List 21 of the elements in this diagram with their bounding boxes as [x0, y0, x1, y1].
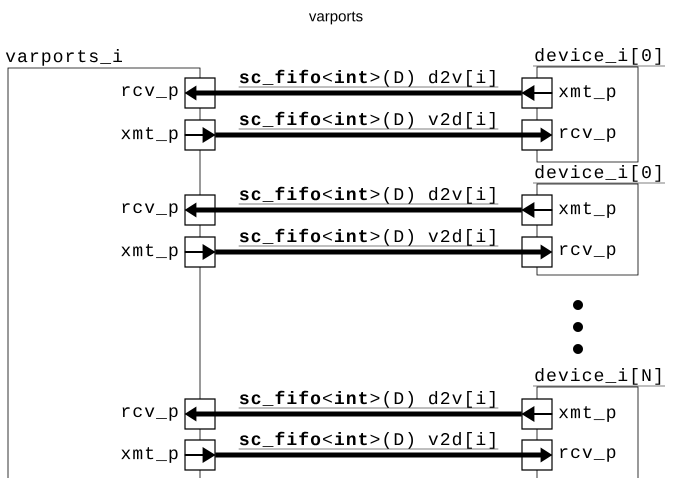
port-label: xmt_p — [121, 244, 178, 260]
title: varports — [308, 12, 363, 24]
port-label: rcv_p — [560, 128, 616, 142]
port-label: rcv_p — [560, 245, 616, 259]
port-label: rcv_p — [560, 448, 616, 462]
node-label: device_i[0] — [535, 165, 660, 182]
port-label: xmt_p — [121, 127, 178, 143]
edge-label: sc_fifo<int>(D) v2d[i] — [238, 430, 500, 450]
edge-label: sc_fifo<int>(D) d2v[i] — [238, 186, 500, 205]
edge-label: sc_fifo<int>(D) d2v[i] — [238, 68, 500, 88]
edge-label: sc_fifo<int>(D) v2d[i] — [238, 228, 500, 247]
port-label: xmt_p — [121, 447, 178, 463]
port-label: rcv_p — [122, 203, 178, 217]
node-label: device_i[0] — [535, 48, 660, 65]
edge-label: sc_fifo<int>(D) v2d[i] — [238, 110, 500, 130]
port-label: rcv_p — [122, 407, 178, 421]
edge-label: sc_fifo<int>(D) d2v[i] — [238, 390, 500, 409]
port-label: rcv_p — [122, 86, 178, 100]
port-label: xmt_p — [559, 85, 616, 101]
port-label: xmt_p — [559, 202, 616, 218]
port-label: xmt_p — [559, 406, 616, 422]
